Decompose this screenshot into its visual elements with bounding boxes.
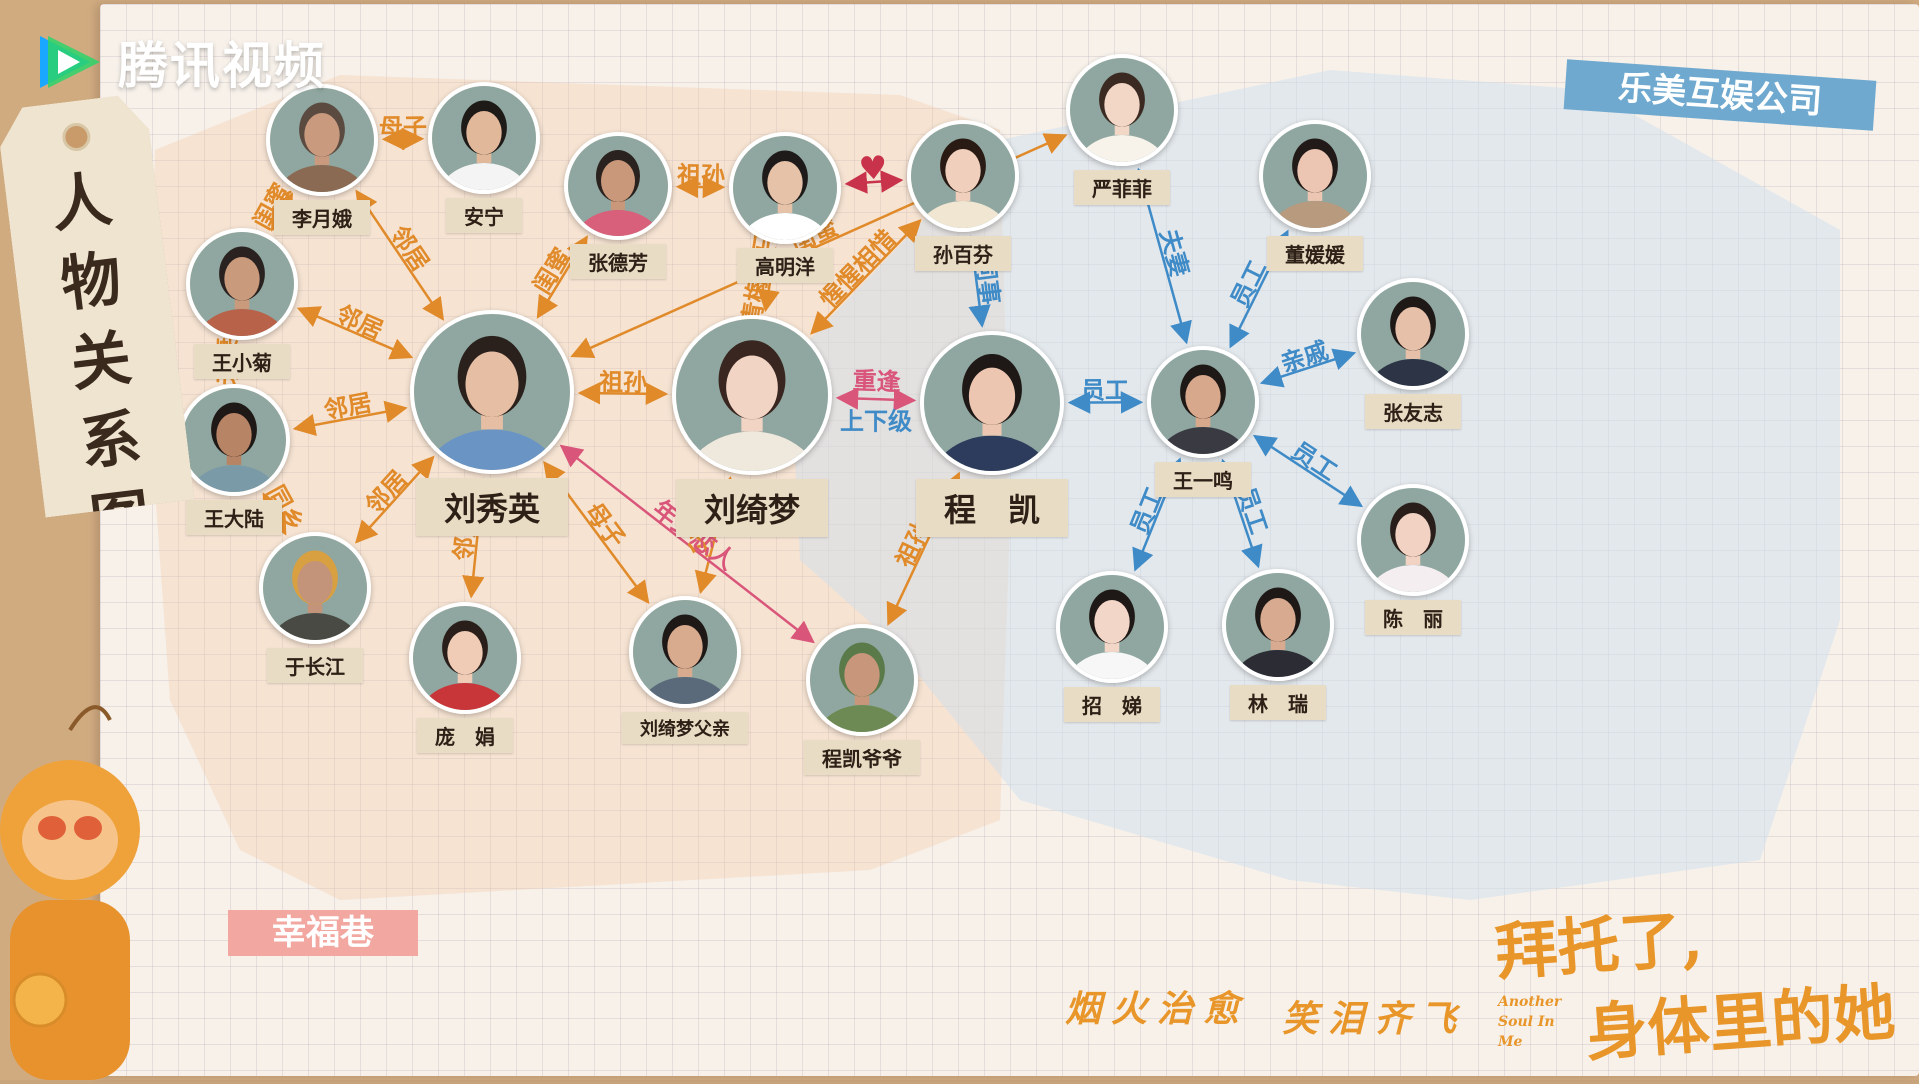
- portrait-illustration: [270, 88, 374, 192]
- character-wym[interactable]: 王一鸣: [1107, 346, 1299, 497]
- portrait: [409, 602, 521, 714]
- character-lin[interactable]: 林 瑞: [1182, 569, 1374, 720]
- character-gao[interactable]: 高明洋: [689, 132, 881, 283]
- portrait-illustration: [1361, 282, 1465, 386]
- portrait-illustration: [810, 628, 914, 732]
- portrait-illustration: [1070, 58, 1174, 162]
- tag-title: 人物关系图: [41, 159, 161, 565]
- portrait: [1066, 54, 1178, 166]
- portrait: [178, 384, 290, 496]
- portrait: [806, 624, 918, 736]
- group-label-left: 幸福巷: [228, 910, 418, 956]
- character-zhang[interactable]: 张德芳: [524, 132, 712, 279]
- character-zhao[interactable]: 招 娣: [1016, 571, 1208, 722]
- character-name: 招 娣: [1064, 687, 1160, 722]
- portrait-illustration: [1226, 573, 1330, 677]
- portrait-illustration: [414, 314, 570, 470]
- character-name: 刘绮梦父亲: [622, 712, 748, 744]
- portrait: [259, 532, 371, 644]
- character-name: 陈 丽: [1365, 600, 1461, 635]
- character-name: 王大陆: [186, 500, 282, 535]
- portrait-illustration: [1151, 350, 1255, 454]
- portrait-illustration: [568, 136, 668, 236]
- portrait: [410, 310, 574, 474]
- character-dong[interactable]: 董媛媛: [1219, 120, 1411, 271]
- show-title-english: Another Soul In Me: [1498, 992, 1580, 1052]
- character-name: 王一鸣: [1155, 462, 1251, 497]
- portrait: [1259, 120, 1371, 232]
- portrait-illustration: [1060, 575, 1164, 679]
- brand-name: 腾讯视频: [118, 26, 326, 98]
- portrait: [920, 331, 1064, 475]
- portrait: [186, 228, 298, 340]
- portrait: [729, 132, 841, 244]
- character-name: 林 瑞: [1230, 685, 1326, 720]
- character-name: 程 凯: [916, 479, 1068, 537]
- portrait-illustration: [633, 600, 737, 704]
- character-name: 刘绮梦: [676, 479, 828, 537]
- character-cheng[interactable]: 程 凯: [880, 331, 1104, 537]
- portrait-illustration: [1361, 488, 1465, 592]
- character-zyz[interactable]: 张友志: [1317, 278, 1509, 429]
- slogan-1: 烟火治愈: [1065, 980, 1249, 1032]
- character-name: 董媛媛: [1267, 236, 1363, 271]
- character-name: 严菲菲: [1074, 170, 1170, 205]
- portrait-illustration: [676, 319, 828, 471]
- character-name: 刘秀英: [416, 478, 568, 536]
- character-name: 高明洋: [737, 248, 833, 283]
- character-name: 安宁: [446, 198, 522, 233]
- character-grandpa[interactable]: 程凯爷爷: [766, 624, 958, 775]
- character-name: 庞 娟: [417, 718, 513, 753]
- portrait-illustration: [432, 86, 536, 190]
- portrait: [564, 132, 672, 240]
- character-name: 程凯爷爷: [804, 740, 920, 775]
- portrait: [1147, 346, 1259, 458]
- character-name: 张德芳: [570, 244, 666, 279]
- portrait-illustration: [190, 232, 294, 336]
- portrait: [1357, 278, 1469, 390]
- slogan-2: 笑泪齐飞: [1282, 990, 1466, 1042]
- character-name: 于长江: [267, 648, 363, 683]
- character-liu[interactable]: 刘秀英: [370, 310, 614, 536]
- portrait: [1056, 571, 1168, 683]
- character-name: 孙百芬: [915, 236, 1011, 271]
- portrait: [672, 315, 832, 475]
- character-name: 王小菊: [194, 344, 290, 379]
- portrait: [629, 596, 741, 708]
- portrait: [1222, 569, 1334, 681]
- portrait-illustration: [263, 536, 367, 640]
- character-father[interactable]: 刘绮梦父亲: [589, 596, 781, 744]
- portrait-illustration: [182, 388, 286, 492]
- portrait-illustration: [924, 335, 1060, 471]
- portrait-illustration: [911, 124, 1015, 228]
- portrait: [266, 84, 378, 196]
- portrait-illustration: [733, 136, 837, 240]
- character-name: 张友志: [1365, 394, 1461, 429]
- monkey-plush-decoration: [0, 700, 150, 1080]
- portrait-illustration: [413, 606, 517, 710]
- character-yan[interactable]: 严菲菲: [1026, 54, 1218, 205]
- tag-hole: [61, 121, 92, 152]
- play-icon: [34, 30, 106, 94]
- portrait-illustration: [1263, 124, 1367, 228]
- character-pang[interactable]: 庞 娟: [369, 602, 561, 753]
- character-lqm[interactable]: 刘绮梦: [632, 315, 872, 537]
- tencent-video-logo: 腾讯视频: [34, 26, 326, 98]
- portrait: [907, 120, 1019, 232]
